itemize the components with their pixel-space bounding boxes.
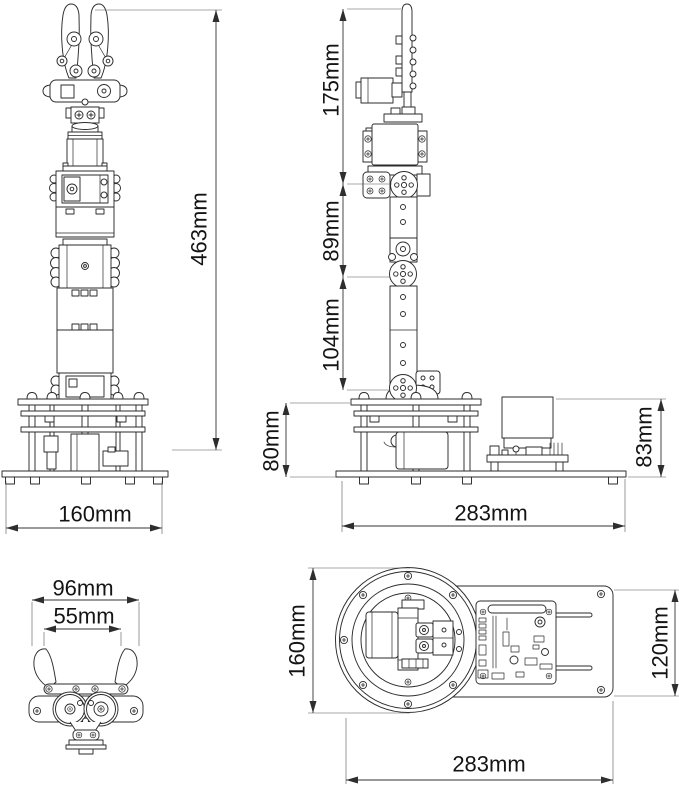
side-base-height-label: 80mm bbox=[259, 410, 284, 471]
top-view-dimensions: 160mm 120mm 283mm bbox=[285, 567, 679, 784]
side-controller-height-label: 83mm bbox=[632, 406, 657, 467]
top-control-board bbox=[475, 600, 557, 685]
side-forearm-label: 104mm bbox=[319, 298, 344, 371]
front-height-label: 463mm bbox=[187, 192, 212, 265]
front-wrist bbox=[62, 106, 108, 169]
side-base bbox=[335, 392, 627, 485]
front-view-dimensions: 463mm 160mm bbox=[5, 9, 222, 534]
front-view: 463mm 160mm bbox=[1, 3, 222, 534]
front-elbow-bracket bbox=[49, 165, 121, 238]
controller-box bbox=[501, 396, 554, 439]
front-arm-links bbox=[50, 287, 120, 400]
top-base-length-label: 283mm bbox=[452, 752, 525, 777]
top-servo-assembly bbox=[365, 599, 462, 671]
top-view: 160mm 120mm 283mm bbox=[285, 567, 679, 784]
side-view-dimensions: 175mm 89mm 104mm 80mm 83mm 283mm bbox=[259, 8, 666, 532]
front-base-width-label: 160mm bbox=[58, 502, 131, 527]
gripper-view: 96mm 55mm bbox=[28, 576, 144, 755]
side-gripper-blade bbox=[355, 3, 417, 115]
gripper-opening-label: 55mm bbox=[53, 604, 114, 629]
top-turntable-diameter-label: 160mm bbox=[285, 604, 310, 677]
top-plate-width-label: 120mm bbox=[648, 606, 673, 679]
gripper-view-dimensions: 96mm 55mm bbox=[31, 576, 140, 646]
side-arm-links bbox=[362, 171, 441, 402]
front-base bbox=[1, 392, 169, 485]
side-upper-arm-label: 89mm bbox=[319, 200, 344, 261]
gripper-art bbox=[28, 648, 144, 755]
side-gripper-section-label: 175mm bbox=[319, 43, 344, 116]
front-gripper bbox=[42, 3, 128, 106]
side-view: 175mm 89mm 104mm 80mm 83mm 283mm bbox=[259, 3, 666, 532]
gripper-outer-width-label: 96mm bbox=[52, 576, 113, 601]
side-wrist-servo bbox=[362, 106, 428, 176]
front-upper-arm-servo bbox=[50, 238, 120, 289]
side-base-length-label: 283mm bbox=[454, 501, 527, 526]
